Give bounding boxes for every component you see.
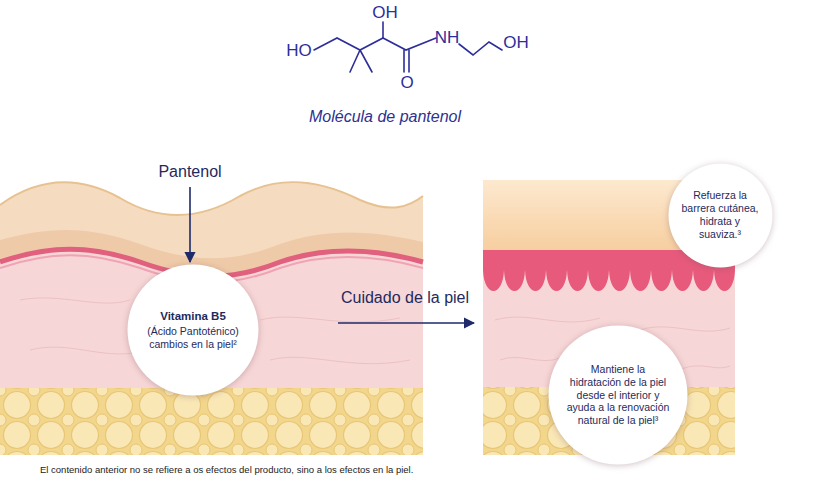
figure-caption: Molécula de pantenol	[309, 108, 461, 126]
atom-label: OH	[372, 3, 398, 23]
callout-body: (Ácido Pantoténico) cambios en la piel²	[137, 325, 249, 351]
circle-fill	[128, 265, 259, 396]
atom-label: O	[400, 73, 413, 93]
illustration-part	[404, 50, 409, 72]
pointer-arrow	[189, 187, 191, 262]
epidermis	[0, 182, 423, 276]
illustration-part	[314, 38, 436, 50]
arrow-label: Cuidado de la piel	[341, 289, 469, 307]
illustration-part	[495, 317, 600, 322]
circle-text: Mantiene la hidratación de la piel desde…	[565, 363, 671, 427]
pointer-label: Pantenol	[158, 163, 221, 181]
illustration-part	[20, 298, 130, 303]
illustration-part	[459, 42, 502, 55]
callout-heading: Vitamina B5	[137, 309, 249, 323]
illustration-part	[260, 317, 400, 322]
atom-label: NH	[435, 28, 460, 48]
circle-text: Refuerza la barrera cutánea, hidrata y s…	[680, 189, 760, 240]
illustration-part	[500, 357, 560, 360]
illustration-part	[270, 357, 410, 363]
process-arrow	[338, 322, 474, 324]
callout-body: Mantiene la hidratación de la piel desde…	[565, 363, 671, 427]
atom-label: HO	[286, 41, 312, 61]
fat-layer	[0, 385, 423, 455]
circle-fill	[549, 326, 688, 465]
circle-fill	[668, 163, 772, 267]
callout-body: Refuerza la barrera cutánea, hidrata y s…	[680, 189, 760, 240]
illustration-part	[680, 366, 730, 370]
skin-before	[0, 182, 423, 455]
illustration-part	[382, 22, 384, 38]
atom-label: OH	[503, 33, 529, 53]
callout-circle: Refuerza la barrera cutánea, hidrata y s…	[668, 163, 773, 268]
illustration-part	[640, 327, 730, 331]
callout-circle: Mantiene la hidratación de la piel desde…	[548, 325, 688, 465]
illustration-part	[30, 347, 140, 354]
callout-circle: Vitamina B5 (Ácido Pantoténico) cambios e…	[127, 264, 259, 396]
illustration-part	[350, 50, 372, 72]
skin-surface	[0, 182, 423, 215]
molecule-bonds	[314, 22, 502, 72]
footnote: El contenido anterior no se refiere a os…	[40, 465, 413, 476]
circle-text: Vitamina B5 (Ácido Pantoténico) cambios e…	[137, 309, 249, 351]
